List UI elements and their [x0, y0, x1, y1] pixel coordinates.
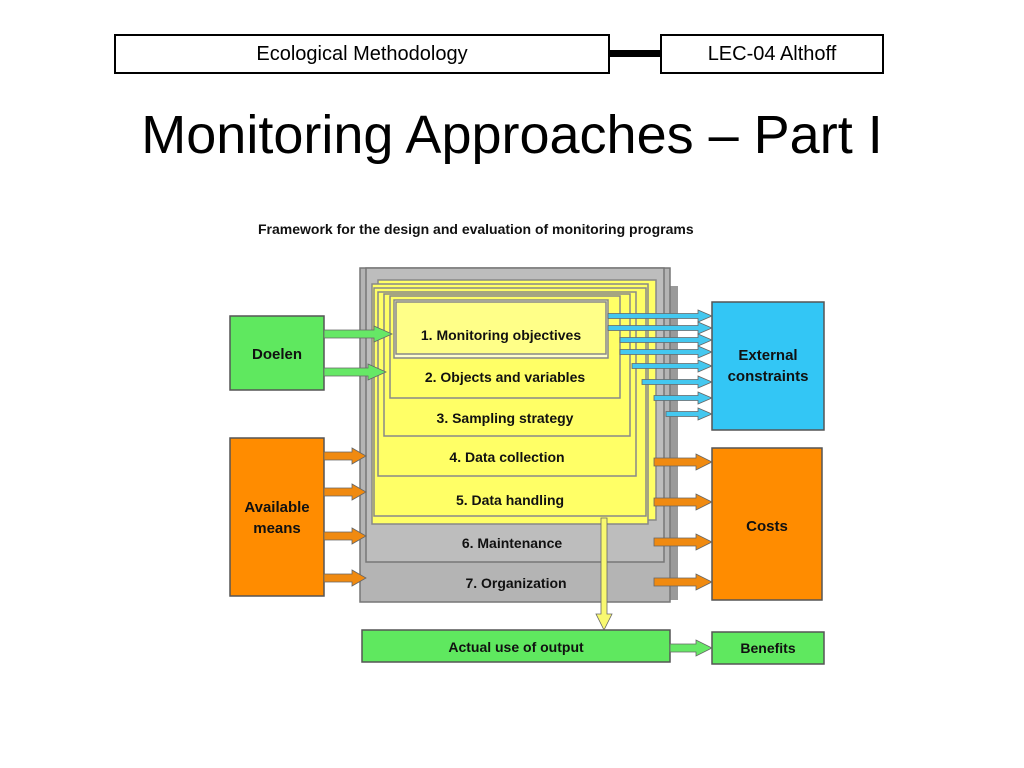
diagram-title: Framework for the design and evaluation …: [258, 221, 694, 237]
step-2-label: 2. Objects and variables: [425, 369, 586, 385]
means-arrow-3: [323, 527, 367, 545]
goals-arrow-2: [323, 363, 387, 381]
cost-arrow-4: [653, 573, 713, 591]
constraint-arrow-2: [607, 321, 714, 335]
step-7-label: 7. Organization: [465, 575, 566, 591]
means-arrow-4: [323, 569, 367, 587]
box-monitoring-objectives: [395, 301, 607, 355]
goals-arrow-1: [323, 325, 393, 343]
benefits-box: [711, 631, 825, 665]
constraints-label-1: External: [738, 347, 797, 364]
cost-arrow-1: [653, 453, 713, 471]
means-arrow-2: [323, 483, 367, 501]
costs-box: [711, 447, 823, 601]
constraints-label-2: constraints: [728, 368, 809, 385]
output-label: Actual use of output: [448, 639, 584, 655]
step-1-label: 1. Monitoring objectives: [421, 327, 581, 343]
constraint-arrow-4: [619, 345, 714, 359]
constraint-arrow-6: [641, 375, 714, 389]
means-box: [229, 437, 325, 597]
benefits-label: Benefits: [740, 640, 795, 656]
lecture-label: LEC-04 Althoff: [707, 42, 837, 65]
goals-label: Doelen: [252, 346, 302, 363]
yellow-stack: [371, 279, 657, 525]
step-4-label: 4. Data collection: [449, 449, 564, 465]
constraint-arrow-7: [653, 391, 714, 405]
output-box: [361, 629, 671, 663]
constraint-arrow-5: [631, 359, 714, 373]
course-title: Ecological Methodology: [256, 42, 468, 65]
benefits-arrow: [669, 639, 713, 657]
step-3-label: 3. Sampling strategy: [437, 410, 574, 426]
slide-title: Monitoring Approaches – Part I: [141, 105, 883, 165]
header-connector: [610, 50, 660, 57]
course-title-box: Ecological Methodology: [114, 34, 610, 74]
constraints-box: [711, 301, 825, 431]
means-arrow-1: [323, 447, 367, 465]
means-label-2: means: [253, 520, 301, 537]
step-5-label: 5. Data handling: [456, 492, 564, 508]
constraint-arrow-3: [619, 333, 714, 347]
step-6-label: 6. Maintenance: [462, 535, 563, 551]
goals-box: [229, 315, 325, 391]
lecture-box: LEC-04 Althoff: [660, 34, 884, 74]
constraint-arrow-1: [607, 309, 714, 323]
arrows-layer: [323, 309, 714, 657]
output-down-arrow: [595, 517, 613, 631]
constraint-arrow-8: [665, 407, 714, 421]
cost-arrow-3: [653, 533, 713, 551]
framework-diagram: Framework for the design and evaluation …: [229, 221, 825, 665]
costs-label: Costs: [746, 518, 788, 535]
cost-arrow-2: [653, 493, 713, 511]
means-label-1: Available: [244, 499, 309, 516]
